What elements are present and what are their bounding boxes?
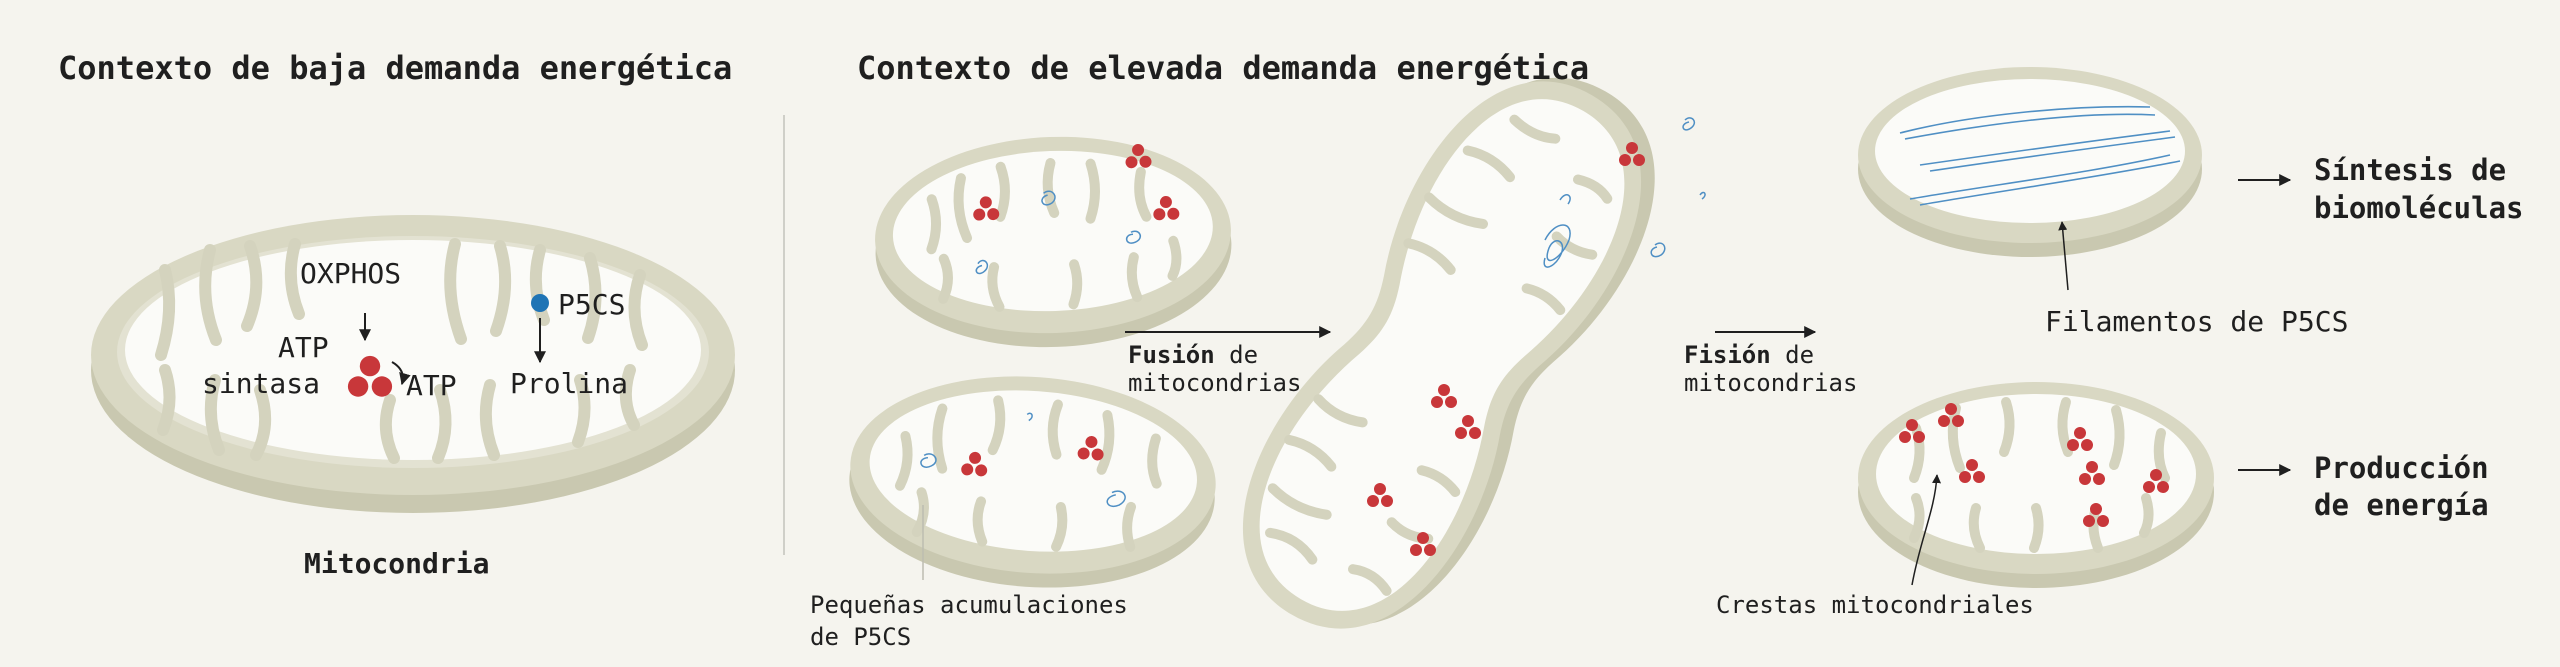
mitochondrion-filaments [1858,67,2202,257]
fission-label-2: mitocondrias [1684,369,1858,397]
mitochondrion-caption: Mitocondria [304,547,490,580]
filaments-label: Filamentos de P5CS [2045,305,2349,338]
proline-label: Prolina [510,367,629,400]
p5cs-dot-icon [531,294,549,312]
atp-synthase-label-1: ATP [278,331,329,364]
fusion-label-1: Fusión de [1128,341,1259,369]
section-divider [783,115,785,555]
mitochondrion-fused [1242,77,1655,629]
fission-label-1: Fisión de [1684,341,1815,369]
p5cs-label: P5CS [558,288,626,321]
filaments-pointer [2058,221,2069,291]
cristae-pointer [1911,474,1942,586]
fusion-label-2: mitocondrias [1128,369,1302,397]
outcome-energy-1: Producción [2314,451,2489,485]
outcome-synthesis-2: biomoléculas [2314,191,2524,225]
mitochondrion-large [91,215,735,513]
atp-label: ATP [406,369,457,402]
cristae-label: Crestas mitocondriales [1716,591,2034,619]
outcome-synthesis-1: Síntesis de [2314,153,2507,187]
atp-synthase-label-2: sintasa [202,367,321,400]
mitochondrion-small-top [875,136,1232,348]
small-accum-label-1: Pequeñas acumulaciones [810,591,1128,619]
mitochondrion-small-bottom [849,376,1216,588]
atp-arrow [391,361,411,386]
small-accum-label-2: de P5CS [810,623,912,651]
fused-p5cs-accumulations [1543,117,1706,268]
mitochondrion-cristae [1858,382,2214,588]
high-demand-title: Contexto de elevada demanda energética [857,49,1590,87]
low-demand-title: Contexto de baja demanda energética [58,49,733,87]
outcome-energy-2: de energía [2314,488,2489,522]
oxphos-label: OXPHOS [300,257,402,290]
